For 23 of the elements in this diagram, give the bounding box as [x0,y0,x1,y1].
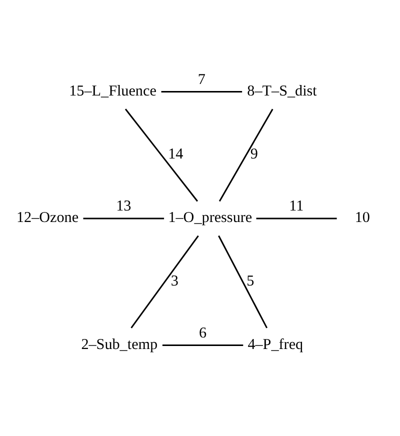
connector [218,108,274,202]
node-text: 10 [354,210,370,226]
connector [130,234,199,328]
node-text: 4–P_freq [248,336,304,352]
connector [218,234,268,328]
connector [83,217,164,219]
connector [162,344,244,346]
node-text: 1–O_pressure [168,210,252,226]
edge-label: 14 [168,146,184,162]
edge-label: 6 [199,324,207,341]
connector [161,90,242,92]
edge-label: 5 [246,272,254,289]
edge-label: 3 [170,272,178,289]
connector [256,217,337,219]
edge-label: 7 [198,72,206,88]
node-text: 8–T–S_dist [247,82,317,99]
edge-label: 9 [250,146,258,162]
edge-label: 11 [289,198,304,214]
node-text: 2–Sub_temp [81,336,158,352]
connector [124,108,198,202]
node-text: 12–Ozone [16,210,79,226]
node-text: 15–L_Fluence [69,82,156,99]
edge-label: 13 [116,198,132,214]
